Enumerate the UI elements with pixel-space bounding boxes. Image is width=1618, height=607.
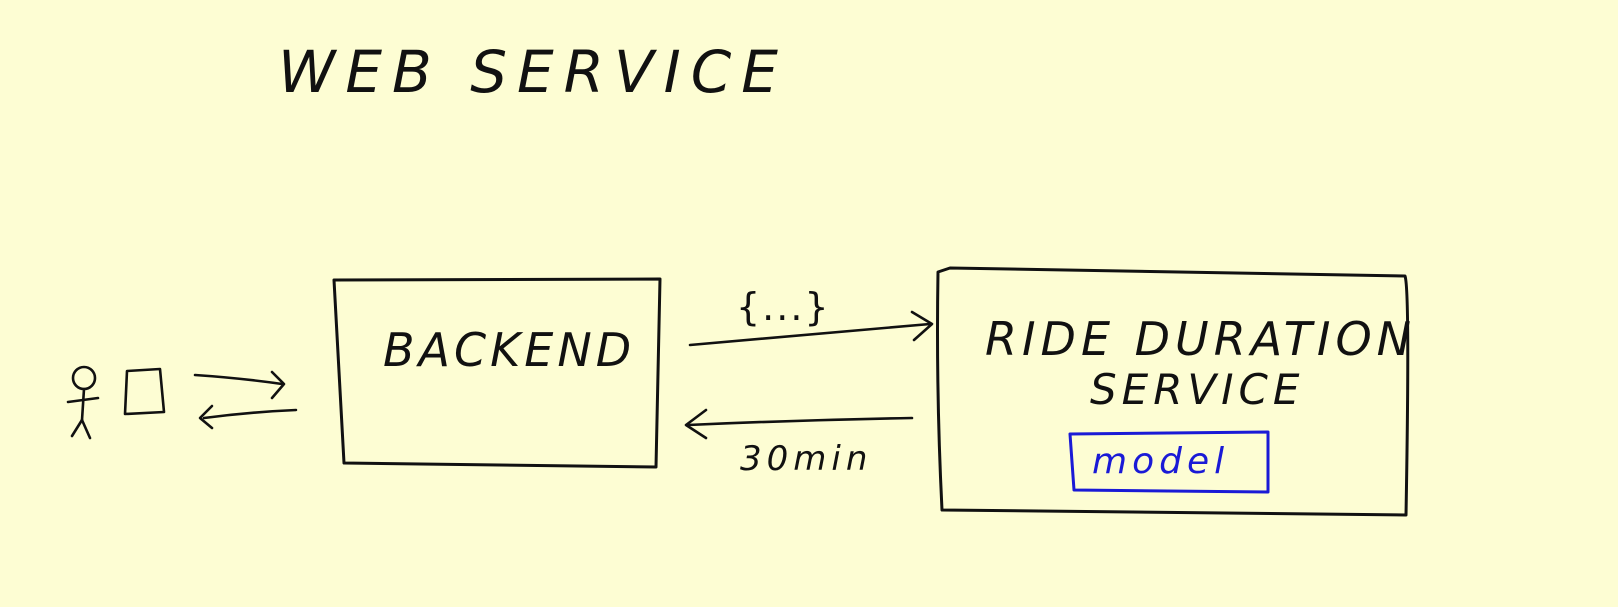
backend-to-user-arrow	[198, 404, 298, 430]
request-label: {...}	[736, 285, 831, 329]
request-arrow	[688, 310, 934, 347]
service-label-line2: SERVICE	[1090, 365, 1304, 414]
model-label: model	[1092, 441, 1229, 482]
model-box	[1068, 430, 1270, 494]
device-icon	[123, 367, 166, 416]
backend-label: BACKEND	[383, 323, 635, 377]
response-label: 30min	[740, 439, 872, 479]
service-label-line1: RIDE DURATION	[985, 312, 1416, 366]
response-arrow	[684, 408, 914, 440]
diagram-title: WEB SERVICE	[278, 38, 788, 106]
user-stick-figure-icon	[66, 365, 100, 440]
ride-duration-service-box	[936, 266, 1410, 517]
user-to-backend-arrow	[193, 370, 286, 400]
backend-box	[332, 277, 662, 469]
